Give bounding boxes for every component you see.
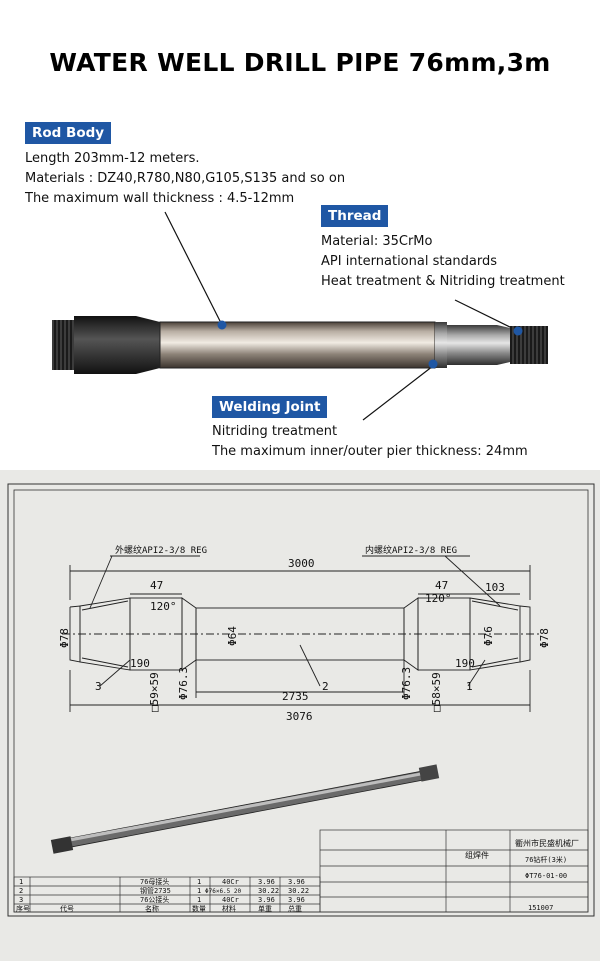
dim-sq59: □59×59: [148, 672, 161, 712]
page-title: WATER WELL DRILL PIPE 76mm,3m: [49, 48, 551, 77]
header-name: 名称: [145, 904, 159, 913]
thread-line-1: Material: 35CrMo: [321, 234, 433, 249]
part-2: 2: [322, 680, 329, 693]
welding-joint-line-1: Nitriding treatment: [212, 424, 338, 439]
thread-line-3: Heat treatment & Nitriding treatment: [321, 274, 565, 289]
row3-qty: 1: [197, 896, 201, 904]
row3-no: 3: [19, 896, 23, 904]
assembly-name: 组焊件: [465, 850, 489, 860]
welding-joint-line-2: The maximum inner/outer pier thickness: …: [212, 444, 528, 459]
row1-unit: 3.96: [258, 878, 275, 886]
dim-3076: 3076: [286, 710, 313, 723]
row1-qty: 1: [197, 878, 201, 886]
welding-joint-tag: Welding Joint: [212, 396, 328, 418]
thread-line-2: API international standards: [321, 254, 498, 269]
row2-qty: 1: [197, 887, 201, 895]
dim-47-left: 47: [150, 579, 163, 592]
company-name: 衢州市民盛机械厂: [515, 838, 579, 848]
dim-d76-left: Φ76: [482, 626, 495, 646]
dim-120-right: 120°: [425, 592, 452, 605]
product-name: 76钻杆(3米): [525, 855, 567, 864]
thread-tag: Thread: [321, 205, 389, 227]
dim-190-right: 190: [455, 657, 475, 670]
left-thread-label: 外螺纹API2-3/8 REG: [115, 544, 207, 556]
header-total: 总重: [288, 904, 302, 913]
drawing-date: 151007: [528, 904, 553, 912]
row1-mat: 40Cr: [222, 878, 239, 886]
row2-unit: 30.22: [258, 887, 279, 895]
rod-body-line-3: The maximum wall thickness : 4.5-12mm: [25, 191, 295, 206]
header-qty: 数量: [192, 904, 206, 913]
rod-body-line-1: Length 203mm-12 meters.: [25, 151, 200, 166]
header-unit: 单重: [258, 904, 272, 913]
dim-d78-right: Φ78: [538, 628, 551, 648]
header-no: 序号: [16, 904, 30, 913]
pipe-3d-view: [50, 764, 440, 854]
header-mat: 材料: [222, 904, 236, 913]
row2-total: 30.22: [288, 887, 309, 895]
dim-120-left: 120°: [150, 600, 177, 613]
header-code: 代号: [60, 904, 74, 913]
row2-no: 2: [19, 887, 23, 895]
dim-2735: 2735: [282, 690, 309, 703]
row2-mat: Φ76×6.5 20: [205, 888, 242, 895]
row2-name: 钢管2735: [140, 886, 171, 895]
dim-47-right: 47: [435, 579, 448, 592]
drill-pipe-render: [52, 211, 548, 421]
rod-body-line-2: Materials : DZ40,R780,N80,G105,S135 and …: [25, 171, 346, 186]
dim-d76-right: Φ76.3: [400, 667, 413, 700]
row1-no: 1: [19, 878, 23, 886]
rod-body-text: Length 203mm-12 meters. Materials : DZ40…: [25, 149, 345, 209]
welding-joint-text: Nitriding treatment The maximum inner/ou…: [212, 422, 528, 462]
row3-unit: 3.96: [258, 896, 275, 904]
row1-total: 3.96: [288, 878, 305, 886]
part-1: 1: [466, 680, 473, 693]
row1-name: 76母接头: [140, 877, 169, 886]
dim-103: 103: [485, 581, 505, 594]
dim-sq58: □58×59: [430, 672, 443, 712]
dim-d78-left: Φ78: [58, 628, 71, 648]
row3-mat: 40Cr: [222, 896, 239, 904]
dim-190-left: 190: [130, 657, 150, 670]
thread-text: Material: 35CrMo API international stand…: [321, 232, 565, 292]
row3-name: 76公接头: [140, 895, 169, 904]
row3-total: 3.96: [288, 896, 305, 904]
dim-d76-mid: Φ76.3: [177, 667, 190, 700]
right-thread-label: 内螺纹API2-3/8 REG: [365, 544, 457, 556]
dim-3000: 3000: [288, 557, 315, 570]
dim-d64: Φ64: [226, 626, 239, 646]
drawing-number: ΦT76-01-00: [525, 872, 567, 880]
rod-body-tag: Rod Body: [25, 122, 112, 144]
part-3: 3: [95, 680, 102, 693]
